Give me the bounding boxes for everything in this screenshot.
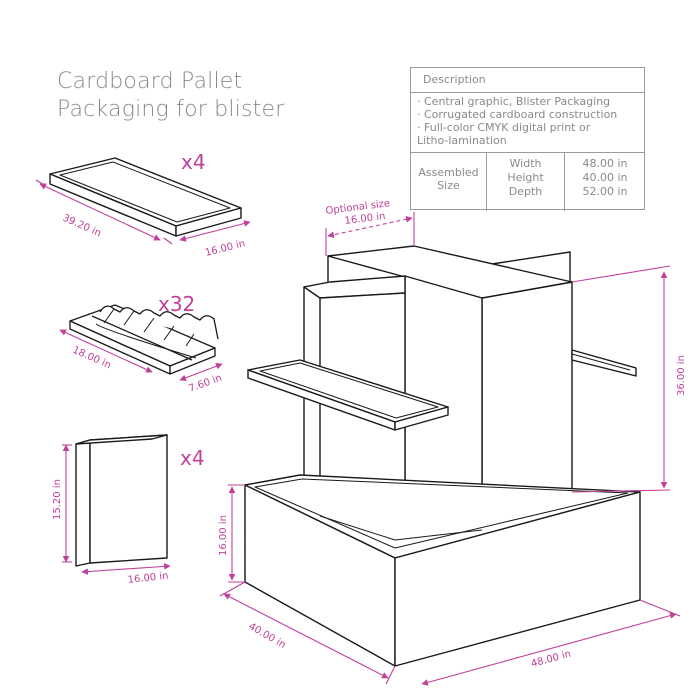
assembled-label: Assembled [418,166,479,179]
description-line: · Corrugated cardboard construction [417,108,618,121]
insert-dimensions [59,329,223,381]
width-label: 48.00 in [530,649,572,670]
spec-header-label: Description [423,73,486,86]
title-line-2: Packaging for blister [57,97,285,122]
tray-quantity: x4 [181,150,206,174]
depth-label: 40.00 in [247,621,288,651]
description-line: · Central graphic, Blister Packaging [417,95,611,108]
optional-size-value: 16.00 in [344,211,386,227]
spec-header: Description [411,68,644,93]
height-name: Height [507,171,544,184]
insert-width-label: 7.60 in [187,373,223,395]
panel-width-label: 16.00 in [127,571,169,586]
assembly-dimensions [219,212,681,686]
page-title: Cardboard Pallet Packaging for blister [57,68,284,124]
tray-length-label: 39.20 in [61,213,103,240]
insert-length-label: 18.00 in [71,345,113,372]
assembled-size-cell: Assembled Size [411,153,487,211]
dimension-names-cell: Width Height Depth [487,153,565,211]
tray-width-label: 16.00 in [204,238,246,259]
description-line: Litho-lamination [417,134,507,147]
description-line: · Full-color CMYK digital print or [417,121,591,134]
width-value: 48.00 in [582,157,628,170]
dimension-values-cell: 48.00 in 40.00 in 52.00 in [565,153,645,211]
title-line-1: Cardboard Pallet [57,69,243,94]
panel-dimensions [62,444,171,575]
pallet-assembly [244,245,641,667]
size-label: Size [437,179,460,192]
panel-quantity: x4 [180,446,205,470]
height-label: 36.00 in [676,355,687,396]
base-height-label: 16.00 in [218,515,229,556]
assembled-size-row: Assembled Size Width Height Depth 48.00 … [411,152,644,211]
panel-drawing [75,434,168,567]
depth-name: Depth [508,185,543,198]
spec-description: · Central graphic, Blister Packaging · C… [417,95,645,147]
depth-value: 52.00 in [582,185,628,198]
height-value: 40.00 in [582,171,628,184]
spec-table: Description · Central graphic, Blister P… [410,67,645,211]
panel-height-label: 15.20 in [52,479,63,520]
tray-dimensions [35,179,251,245]
width-name: Width [509,157,542,170]
